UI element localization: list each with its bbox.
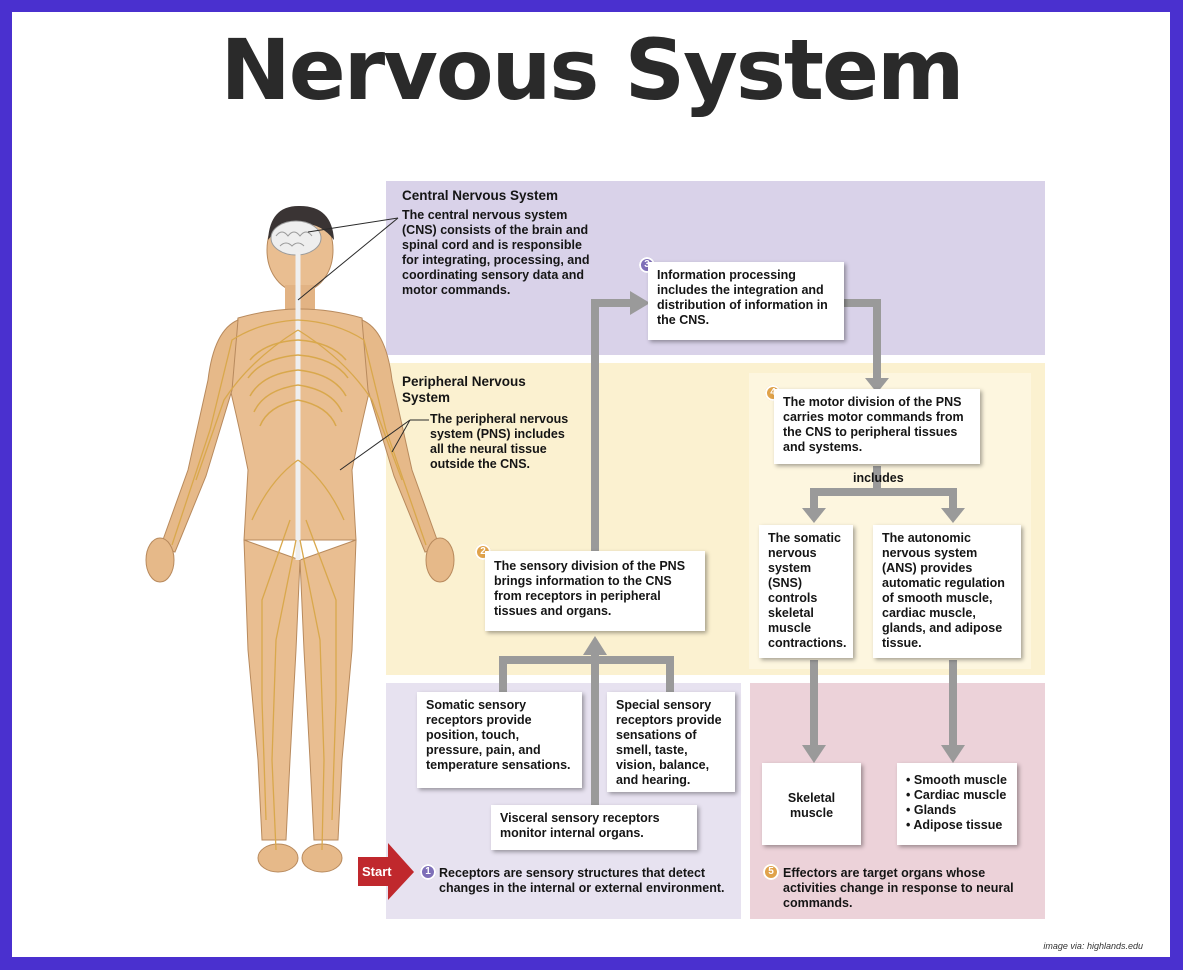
cns-heading: Central Nervous System <box>402 188 559 203</box>
leader-lines <box>297 217 429 471</box>
start-arrow-icon <box>358 843 414 900</box>
image-credit: image via: highlands.edu <box>1043 941 1143 951</box>
brain-icon <box>270 220 322 256</box>
somatic-receptors-box: Somatic sensory receptors provide positi… <box>417 692 582 788</box>
special-receptors-box: Special sensory receptors provide sensat… <box>607 692 735 792</box>
information-processing-box: Information processing includes the inte… <box>648 262 844 340</box>
start-label: Start <box>362 864 392 879</box>
step-5-badge: 5 <box>763 864 779 880</box>
effector-item: • Cardiac muscle <box>906 788 1007 802</box>
effector-list-box: • Smooth muscle • Cardiac muscle • Gland… <box>897 763 1017 845</box>
receptors-description: Receptors are sensory structures that de… <box>439 866 725 895</box>
includes-label: includes <box>853 471 904 485</box>
visceral-receptors-box: Visceral sensory receptors monitor inter… <box>491 805 697 850</box>
sensory-division-box: The sensory division of the PNS brings i… <box>485 551 705 631</box>
pns-description: The peripheral nervous system (PNS) incl… <box>430 412 569 471</box>
flow-connectors <box>499 299 957 805</box>
somatic-nervous-system-box: The somatic nervous system (SNS) control… <box>759 525 853 658</box>
pns-heading: Peripheral Nervous System <box>402 374 526 405</box>
effector-item: • Smooth muscle <box>906 773 1007 787</box>
motor-division-box: The motor division of the PNS carries mo… <box>774 389 980 464</box>
autonomic-nervous-system-box: The autonomic nervous system (ANS) provi… <box>873 525 1021 658</box>
page-title: Nervous System <box>220 21 964 119</box>
skeletal-muscle-box: Skeletal muscle <box>762 763 861 845</box>
effectors-description: Effectors are target organs whose activi… <box>783 866 1014 910</box>
step-1-badge: 1 <box>420 864 436 880</box>
effector-item: • Glands <box>906 803 957 817</box>
arrow-heads <box>583 291 965 763</box>
human-body-figure <box>145 205 455 873</box>
effector-item: • Adipose tissue <box>906 818 1003 832</box>
cns-description: The central nervous system (CNS) consist… <box>402 208 590 297</box>
